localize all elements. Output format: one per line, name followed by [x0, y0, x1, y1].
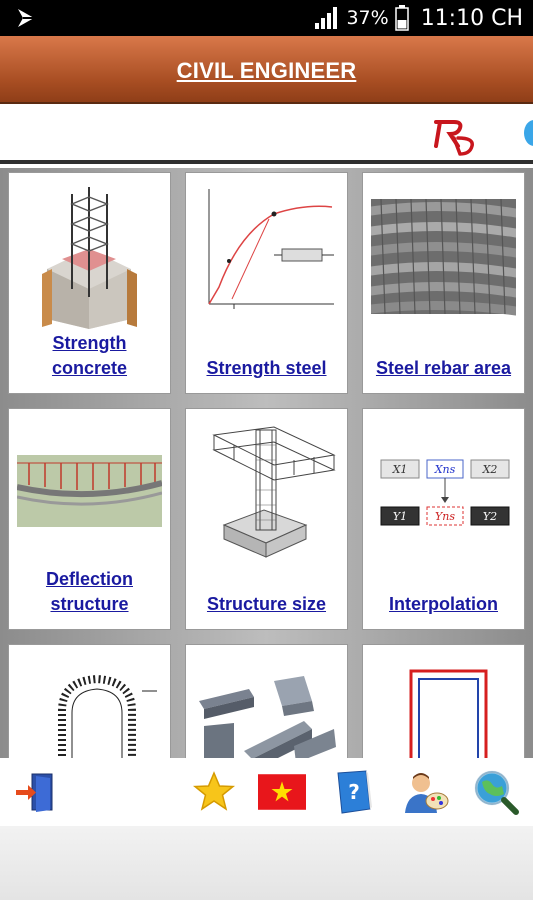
user-art-icon [405, 773, 449, 813]
interp-x2: X2 [482, 463, 498, 476]
frame-section-icon [409, 669, 488, 758]
interp-x1: X1 [392, 463, 408, 476]
app-header: CIVIL ENGINEER [0, 36, 533, 104]
menu-item-label: Strength concrete [51, 333, 128, 378]
menu-item-label: Structure size [206, 594, 327, 614]
menu-item-strength-steel[interactable]: Strength steel [185, 172, 348, 394]
menu-item-label: Steel rebar area [375, 358, 512, 378]
interp-y2: Y2 [483, 510, 497, 523]
column-beam-frame-icon [212, 426, 336, 558]
menu-item-interpolation[interactable]: X1 Xns X2 Y1 Yns Y2 Interpolation [362, 408, 525, 630]
menu-item-arch-section[interactable] [8, 644, 171, 758]
menu-item-label: Deflection structure [45, 569, 133, 614]
exit-button[interactable] [12, 768, 60, 816]
search-button[interactable] [472, 768, 520, 816]
menu-item-label: Interpolation [389, 594, 498, 614]
logo-strip [0, 104, 533, 164]
rebar-bundle-icon [371, 198, 516, 316]
menu-item-frame-section[interactable] [362, 644, 525, 758]
menu-item-structure-size[interactable]: Structure size [185, 408, 348, 630]
language-button[interactable] [258, 768, 306, 816]
favorite-button[interactable] [190, 768, 238, 816]
stress-strain-graph-icon [208, 189, 334, 309]
status-bar: 37% 11:10 CH [0, 0, 533, 36]
concrete-column-icon [42, 187, 137, 329]
interp-xns: Xns [434, 463, 456, 476]
menu-item-deflection-structure[interactable]: Deflection structure [8, 408, 171, 630]
steel-profiles-icon [199, 676, 336, 758]
deflection-beam-icon [17, 455, 162, 527]
help-button[interactable]: ? [330, 768, 378, 816]
menu-item-steel-rebar-area[interactable]: Steel rebar area [362, 172, 525, 394]
vietnam-flag-icon [258, 774, 306, 810]
help-book-icon: ? [337, 770, 372, 814]
search-globe-icon [474, 770, 519, 815]
exit-door-icon [16, 773, 53, 812]
interpolation-diagram-icon: X1 Xns X2 Y1 Yns Y2 [380, 459, 510, 526]
favorite-star-icon [192, 771, 236, 811]
author-button[interactable] [402, 768, 450, 816]
menu-item-strength-concrete[interactable]: Strength concrete [8, 172, 171, 394]
app-logo-icon [18, 9, 34, 27]
bottom-toolbar: ? [0, 758, 533, 826]
interp-yns: Yns [435, 510, 455, 523]
feature-grid: Strength concrete Strength steel [0, 168, 533, 758]
arch-section-icon [58, 674, 157, 758]
svg-text:?: ? [348, 780, 360, 804]
menu-item-label: Strength steel [206, 358, 327, 378]
menu-item-steel-profiles[interactable] [185, 644, 348, 758]
interp-y1: Y1 [393, 510, 407, 523]
rd-logo-icon [434, 120, 474, 156]
bottom-blank-area [0, 826, 533, 900]
page-title: CIVIL ENGINEER [176, 58, 357, 83]
partial-globe-icon[interactable] [524, 120, 533, 146]
battery-icon [394, 5, 409, 31]
signal-icon [315, 7, 338, 29]
battery-percent: 37% [346, 7, 389, 29]
clock: 11:10 CH [420, 5, 523, 31]
